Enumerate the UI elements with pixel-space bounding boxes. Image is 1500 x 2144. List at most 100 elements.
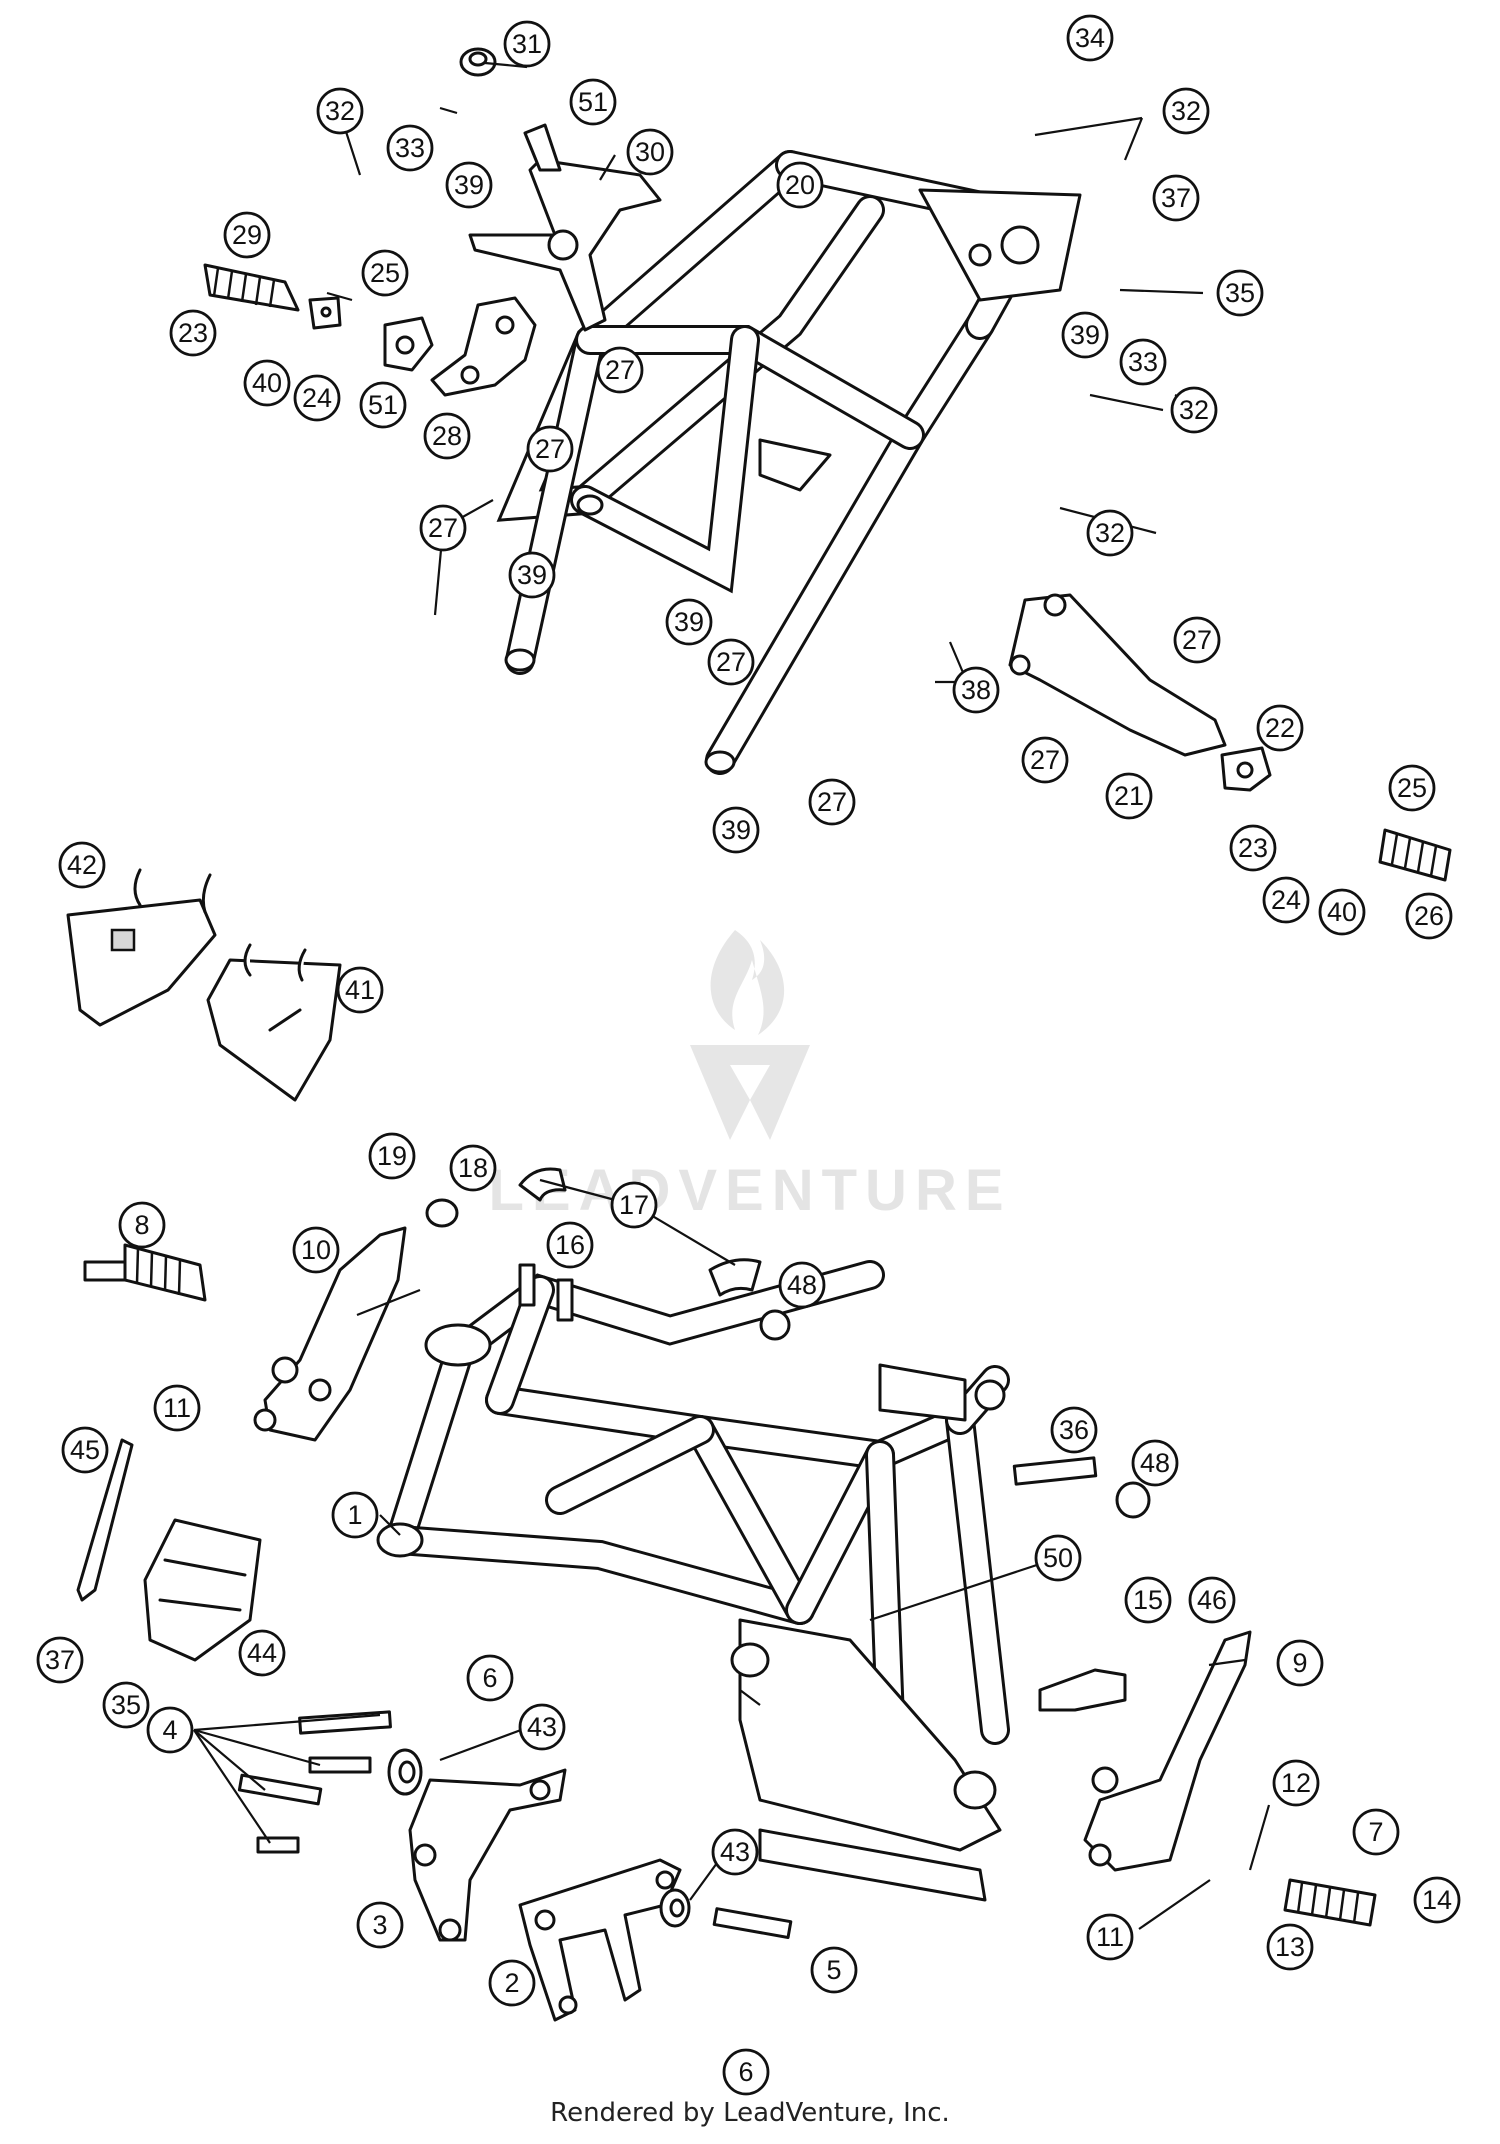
callout-19: 19 <box>368 1132 416 1180</box>
callout-17: 17 <box>610 1181 658 1229</box>
callout-6-upper: 6 <box>466 1654 514 1702</box>
callout-39-mid: 39 <box>508 551 556 599</box>
svg-text:18: 18 <box>458 1153 488 1183</box>
callout-31: 31 <box>503 20 551 68</box>
callout-1: 1 <box>331 1491 379 1539</box>
svg-text:33: 33 <box>395 133 425 163</box>
callout-24-right: 24 <box>1262 876 1310 924</box>
callout-43-upper: 43 <box>518 1703 566 1751</box>
svg-text:41: 41 <box>345 975 375 1005</box>
svg-text:26: 26 <box>1414 901 1444 931</box>
part-41-guard <box>206 943 342 1102</box>
callout-33-right: 33 <box>1119 338 1167 386</box>
svg-text:23: 23 <box>178 318 208 348</box>
svg-text:30: 30 <box>635 137 665 167</box>
callout-27-a: 27 <box>596 346 644 394</box>
callouts: 34 31 51 32 32 30 33 39 20 37 29 35 25 2… <box>36 14 1461 2096</box>
svg-text:2: 2 <box>504 1968 519 1998</box>
callout-2: 2 <box>488 1959 536 2007</box>
svg-text:21: 21 <box>1114 781 1144 811</box>
svg-text:17: 17 <box>619 1190 649 1220</box>
svg-text:4: 4 <box>162 1715 177 1745</box>
svg-text:25: 25 <box>370 258 400 288</box>
callout-48-lower: 48 <box>1131 1439 1179 1487</box>
callout-27-f: 27 <box>1021 736 1069 784</box>
callout-3: 3 <box>356 1901 404 1949</box>
svg-text:16: 16 <box>555 1230 585 1260</box>
part-43-bushing-upper <box>387 1748 423 1796</box>
svg-text:12: 12 <box>1281 1768 1311 1798</box>
part-8-footpeg <box>83 1243 207 1302</box>
callout-51: 51 <box>569 78 617 126</box>
callout-40-left: 40 <box>243 359 291 407</box>
svg-text:27: 27 <box>716 647 746 677</box>
svg-text:39: 39 <box>517 560 547 590</box>
svg-text:50: 50 <box>1043 1543 1073 1573</box>
part-22-pad <box>1220 746 1272 792</box>
svg-text:35: 35 <box>1225 278 1255 308</box>
callout-35-top: 35 <box>1216 269 1264 317</box>
callout-26: 26 <box>1405 892 1453 940</box>
callout-12: 12 <box>1272 1759 1320 1807</box>
svg-text:14: 14 <box>1422 1885 1452 1915</box>
callout-46: 46 <box>1188 1576 1236 1624</box>
watermark-text: LEADVENTURE <box>488 1158 1011 1223</box>
callout-43-lower: 43 <box>711 1828 759 1876</box>
svg-text:31: 31 <box>512 29 542 59</box>
svg-text:20: 20 <box>785 170 815 200</box>
callout-13: 13 <box>1266 1923 1314 1971</box>
callout-49: 51 <box>359 381 407 429</box>
svg-text:34: 34 <box>1075 23 1105 53</box>
callout-24-left: 24 <box>293 374 341 422</box>
callout-32-right-low: 32 <box>1086 509 1134 557</box>
svg-text:48: 48 <box>787 1270 817 1300</box>
svg-text:1: 1 <box>347 1500 362 1530</box>
callout-38: 38 <box>952 666 1000 714</box>
part-16-bolt <box>518 1263 574 1322</box>
svg-text:44: 44 <box>247 1638 277 1668</box>
callout-27-b: 27 <box>526 425 574 473</box>
callout-18: 18 <box>449 1144 497 1192</box>
svg-text:36: 36 <box>1059 1415 1089 1445</box>
callout-44: 44 <box>238 1629 286 1677</box>
callout-14: 14 <box>1413 1876 1461 1924</box>
part-3-bracket <box>408 1768 567 1942</box>
callout-25-right: 25 <box>1388 764 1436 812</box>
svg-text:51: 51 <box>368 390 398 420</box>
part-5-bolt <box>712 1907 793 1939</box>
svg-text:27: 27 <box>1030 745 1060 775</box>
callout-10: 10 <box>292 1226 340 1274</box>
part-45-strip <box>76 1438 134 1602</box>
main-frame <box>376 1260 1010 1902</box>
part-31-bushing <box>459 47 497 77</box>
svg-text:46: 46 <box>1197 1585 1227 1615</box>
part-48-cap-upper <box>759 1309 791 1341</box>
callout-35-bottom: 35 <box>102 1681 150 1729</box>
callout-6-lower: 6 <box>722 2048 770 2096</box>
part-9-bracket <box>1083 1630 1252 1872</box>
svg-text:39: 39 <box>454 170 484 200</box>
callout-27-g: 27 <box>808 778 856 826</box>
part-17-clamp-upper <box>518 1167 567 1202</box>
svg-text:28: 28 <box>432 421 462 451</box>
svg-text:6: 6 <box>482 1663 497 1693</box>
svg-text:9: 9 <box>1292 1648 1307 1678</box>
rear-subframe <box>496 150 1082 775</box>
callout-42: 42 <box>58 841 106 889</box>
svg-text:23: 23 <box>1238 833 1268 863</box>
callout-40-right: 40 <box>1318 888 1366 936</box>
callout-39-right-top: 39 <box>1061 311 1109 359</box>
part-42-guard <box>66 868 217 1027</box>
callout-39-bottom: 39 <box>712 806 760 854</box>
svg-text:29: 29 <box>232 220 262 250</box>
callout-9: 9 <box>1276 1639 1324 1687</box>
svg-text:51: 51 <box>578 87 608 117</box>
svg-text:39: 39 <box>1070 320 1100 350</box>
svg-text:10: 10 <box>301 1235 331 1265</box>
watermark-logo: LEADVENTURE <box>488 930 1011 1223</box>
callout-30: 30 <box>626 128 674 176</box>
svg-text:24: 24 <box>302 383 332 413</box>
callout-21: 21 <box>1105 772 1153 820</box>
part-29-footpeg <box>203 263 300 312</box>
svg-text:40: 40 <box>1327 897 1357 927</box>
